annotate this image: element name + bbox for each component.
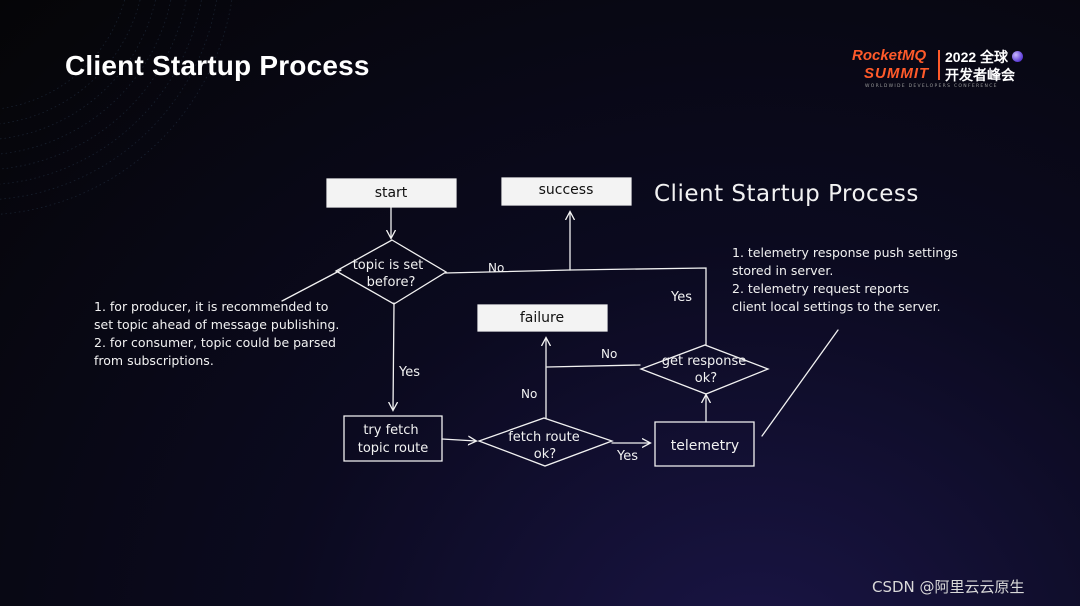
- note-connector-telemetry: [761, 329, 839, 437]
- node-fetch-label-2: ok?: [534, 447, 556, 462]
- edge-label-response-yes: Yes: [670, 290, 692, 305]
- node-failure-label: failure: [520, 310, 564, 326]
- node-fetch-label-1: fetch route: [508, 430, 580, 445]
- edge-label-response-no: No: [601, 347, 617, 361]
- node-response-label-2: ok?: [695, 371, 717, 386]
- brand-subtitle: WORLDWIDE DEVELOPERS CONFERENCE: [865, 84, 998, 89]
- telemetry-note-line-4: client local settings to the server.: [732, 299, 941, 314]
- edge-topic-yes: [393, 302, 394, 410]
- edge-label-fetch-yes: Yes: [616, 449, 638, 464]
- node-fetch-decision: [477, 417, 614, 467]
- node-try-fetch-label-1: try fetch: [363, 423, 418, 438]
- producer-note-line-4: from subscriptions.: [94, 353, 214, 368]
- node-telemetry: [654, 421, 755, 467]
- brand-event: 开发者峰会: [945, 67, 1015, 83]
- node-telemetry-label: telemetry: [671, 438, 739, 454]
- node-topic-label-1: topic is set: [353, 258, 424, 273]
- edge-topic-no: [444, 269, 571, 274]
- producer-note-line-3: 2. for consumer, topic could be parsed: [94, 335, 336, 350]
- watermark: CSDN @阿里云云原生: [872, 578, 1025, 596]
- telemetry-note-line-3: 2. telemetry request reports: [732, 281, 909, 296]
- node-try-fetch: [343, 415, 443, 462]
- brand-summit: SUMMIT: [864, 65, 930, 82]
- node-success-label: success: [539, 182, 594, 198]
- diagram-title: Client Startup Process: [654, 181, 919, 207]
- node-topic-label-2: before?: [367, 275, 416, 290]
- node-success: [501, 177, 632, 206]
- brand-name: RocketMQ: [852, 47, 927, 64]
- producer-note-line-1: 1. for producer, it is recommended to: [94, 299, 328, 314]
- node-response-decision: [639, 344, 770, 395]
- edge-label-topic-no: No: [488, 261, 504, 275]
- node-start-label: start: [375, 185, 408, 201]
- note-connector-producer: [281, 269, 342, 302]
- node-response-label-1: get response: [662, 354, 747, 369]
- brand-divider: [938, 50, 940, 80]
- edge-label-fetch-no: No: [521, 387, 537, 401]
- producer-note-line-2: set topic ahead of message publishing.: [94, 317, 339, 332]
- edge-label-topic-yes: Yes: [398, 365, 420, 380]
- edge-try-to-fetch: [441, 439, 476, 441]
- telemetry-note-line-2: stored in server.: [732, 263, 833, 278]
- slide-title: Client Startup Process: [65, 50, 370, 81]
- node-failure: [477, 304, 608, 332]
- node-try-fetch-label-2: topic route: [358, 441, 429, 456]
- edge-response-no: [546, 364, 641, 368]
- rocketmq-summit-logo: RocketMQ SUMMIT 2022 全球 开发者峰会 WORLDWIDE …: [852, 46, 1032, 94]
- telemetry-note-line-1: 1. telemetry response push settings: [732, 245, 958, 260]
- node-start: [326, 178, 457, 208]
- brand-year: 2022 全球: [945, 49, 1009, 65]
- node-topic-decision: [334, 239, 448, 305]
- planet-icon: [1012, 51, 1023, 62]
- edge-response-yes: [569, 267, 707, 346]
